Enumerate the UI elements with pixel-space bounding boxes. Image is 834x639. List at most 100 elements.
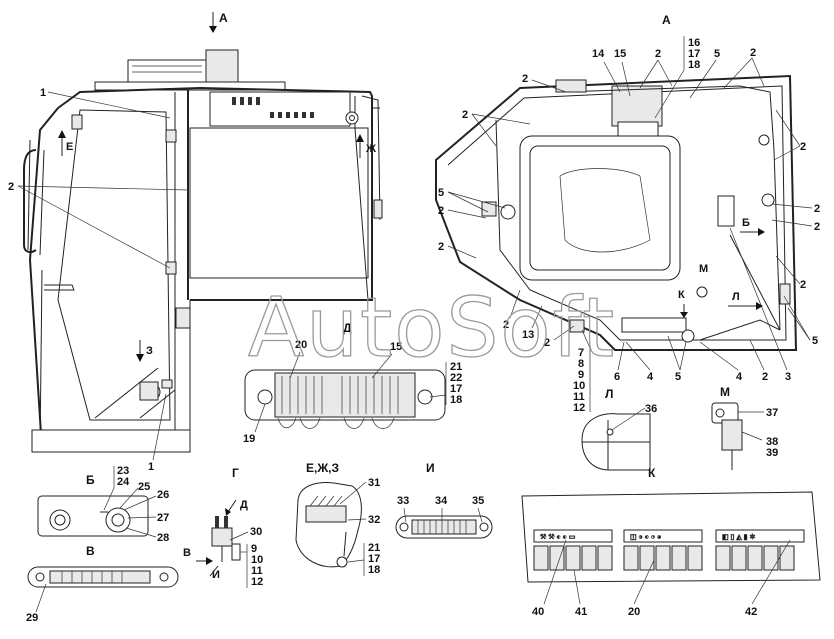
callout-4a: 4	[647, 371, 654, 383]
inline-k-label: К	[678, 289, 685, 301]
view-i-title: И	[426, 461, 435, 475]
callout-2j: 2	[762, 371, 768, 383]
callout-17b: 17	[450, 383, 462, 395]
view-b-detail: Б 23 24 25 26 27 28	[37, 465, 169, 544]
callout-25: 25	[138, 481, 150, 493]
callout-1a: 1	[40, 87, 46, 99]
callout-26: 26	[157, 489, 169, 501]
view-d-title: Д	[343, 321, 352, 335]
view-i-detail: И 33 34 35	[395, 461, 493, 539]
callout-10a: 10	[573, 380, 585, 392]
callout-3: 3	[785, 371, 791, 383]
view-g-title: Г	[232, 466, 239, 480]
callout-30: 30	[250, 526, 262, 538]
inline-m-label: М	[699, 263, 708, 275]
callout-7: 7	[578, 347, 584, 359]
arrow-v-small-label: В	[183, 547, 191, 559]
callout-13: 13	[522, 329, 534, 341]
callout-2i: 2	[544, 337, 550, 349]
callout-18a: 18	[688, 59, 700, 71]
callout-40: 40	[532, 606, 544, 618]
svg-text:◧ ▯ ◭ ▮ ✲: ◧ ▯ ◭ ▮ ✲	[722, 533, 755, 541]
view-v-detail: В 29	[26, 544, 179, 624]
callout-10b: 10	[251, 554, 263, 566]
callout-12b: 12	[251, 576, 263, 588]
cab-side-view: А	[8, 11, 383, 473]
callout-4b: 4	[736, 371, 743, 383]
callout-36: 36	[645, 403, 657, 415]
callout-19: 19	[243, 433, 255, 445]
view-m-detail: М 37 38 39	[711, 385, 778, 470]
arrow-i-small-label: И	[212, 569, 220, 581]
callout-16: 16	[688, 37, 700, 49]
view-b-title: Б	[86, 473, 95, 487]
callout-2m: 2	[814, 221, 820, 233]
callout-2b: 2	[522, 73, 528, 85]
callout-11b: 11	[251, 565, 263, 577]
arrow-d-small-label: Д	[240, 499, 248, 511]
callout-27: 27	[157, 512, 169, 524]
view-arrow-a-label: А	[219, 11, 228, 25]
callout-2f: 2	[438, 205, 444, 217]
callout-2l: 2	[814, 203, 820, 215]
inline-b-label: Б	[742, 217, 750, 229]
callout-2d: 2	[750, 47, 756, 59]
callout-5a: 5	[714, 48, 720, 60]
callout-15a: 15	[390, 341, 402, 353]
callout-20b: 20	[628, 606, 640, 618]
callout-31: 31	[368, 477, 380, 489]
callout-34: 34	[435, 495, 448, 507]
view-l-detail: Л 36	[581, 387, 657, 471]
callout-2k: 2	[800, 141, 806, 153]
callout-2n: 2	[800, 279, 806, 291]
callout-2c: 2	[655, 48, 661, 60]
view-k-switch-panel: К ⚒ ⚒ ◐ ◐ ▭ ◫ ◑ ◐ ◔ ◕ ◧ ▯ ◭ ▮ ✲ 40	[521, 466, 821, 618]
callout-2a: 2	[8, 181, 14, 193]
callout-21b: 21	[368, 542, 380, 554]
callout-41: 41	[575, 606, 587, 618]
inline-l-label: Л	[732, 291, 740, 303]
callout-1b: 1	[148, 461, 154, 473]
callout-28: 28	[157, 532, 169, 544]
view-m-title: М	[720, 385, 730, 399]
callout-17a: 17	[688, 48, 700, 60]
callout-29: 29	[26, 612, 38, 624]
view-v-title: В	[86, 544, 95, 558]
callout-2e: 2	[462, 109, 468, 121]
callout-42: 42	[745, 606, 757, 618]
view-ezhz-title: Е,Ж,З	[306, 461, 339, 475]
view-a-interior: А 2 14 15 2 16	[435, 13, 820, 414]
callout-2g: 2	[438, 241, 444, 253]
callout-18b: 18	[450, 394, 462, 406]
callout-11a: 11	[573, 391, 585, 403]
view-d-fuse-block: Д 20 15 21 22 17 18 19	[243, 321, 462, 445]
view-k-title: К	[648, 466, 656, 480]
view-arrow-z-label: З	[146, 345, 153, 357]
callout-8: 8	[578, 358, 584, 370]
callout-6: 6	[614, 371, 620, 383]
callout-22: 22	[450, 372, 462, 384]
callout-37: 37	[766, 407, 778, 419]
callout-18c: 18	[368, 564, 380, 576]
view-arrow-zh-label: Ж	[365, 143, 376, 155]
view-g-detail: Г Д В И 30 9 10 11 12	[183, 466, 263, 588]
callout-39: 39	[766, 447, 778, 459]
view-l-title: Л	[605, 387, 613, 401]
callout-15b: 15	[614, 48, 626, 60]
callout-5d: 5	[812, 335, 818, 347]
view-arrow-e-label: Е	[66, 141, 73, 153]
callout-9a: 9	[578, 369, 584, 381]
callout-17c: 17	[368, 553, 380, 565]
callout-20a: 20	[295, 339, 307, 351]
fuse-row	[277, 376, 399, 429]
svg-text:◫ ◑ ◐ ◔ ◕: ◫ ◑ ◐ ◔ ◕	[630, 534, 661, 541]
callout-24: 24	[117, 476, 130, 488]
callout-21a: 21	[450, 361, 462, 373]
callout-33: 33	[397, 495, 409, 507]
svg-text:⚒ ⚒ ◐ ◐ ▭: ⚒ ⚒ ◐ ◐ ▭	[540, 533, 575, 541]
callout-38: 38	[766, 436, 778, 448]
callout-5b: 5	[438, 187, 444, 199]
callout-5c: 5	[675, 371, 681, 383]
callout-23: 23	[117, 465, 129, 477]
